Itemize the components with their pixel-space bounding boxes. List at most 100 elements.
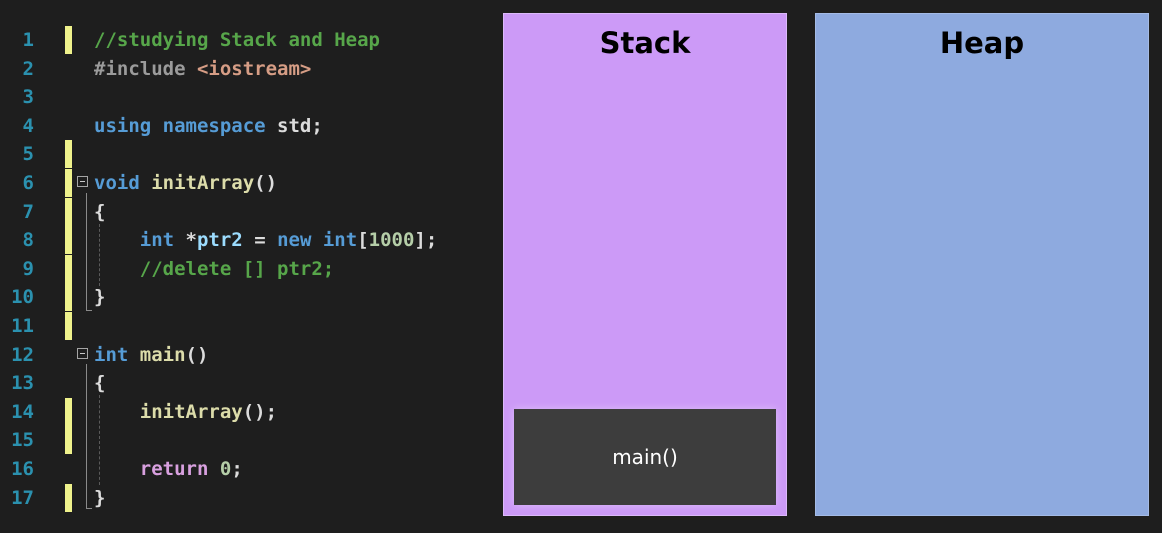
- change-marker: [65, 140, 72, 169]
- code-token: }: [94, 286, 106, 309]
- change-marker: [65, 283, 72, 312]
- line-number: 11: [11, 315, 34, 337]
- heap-panel: Heap: [815, 13, 1149, 516]
- code-token: [94, 458, 140, 480]
- code-line[interactable]: 13{: [0, 369, 490, 397]
- code-token: #include: [94, 57, 197, 80]
- fold-outline-initarray-end: [86, 310, 92, 311]
- line-number: 15: [11, 429, 34, 452]
- code-text: int main(): [94, 341, 208, 369]
- fold-outline-initarray: [86, 193, 87, 310]
- line-number: 2: [22, 57, 34, 80]
- code-line[interactable]: 7{: [0, 197, 490, 226]
- line-number: 16: [11, 458, 34, 480]
- code-token: initArray: [151, 172, 255, 194]
- code-line[interactable]: 17}: [0, 483, 490, 512]
- change-marker: [65, 397, 72, 426]
- change-marker: [65, 312, 72, 340]
- code-text: using namespace std;: [94, 112, 323, 140]
- code-token: [94, 229, 140, 251]
- code-line[interactable]: 3: [0, 83, 490, 111]
- line-number: 5: [22, 143, 34, 166]
- line-number: 8: [22, 229, 34, 252]
- code-editor[interactable]: 1 //studying Stack and Heap 2 #include <ios…: [0, 0, 490, 533]
- code-token: int: [322, 229, 358, 252]
- code-token: ptr2: [196, 229, 243, 252]
- code-token: ];: [414, 229, 438, 252]
- change-marker: [65, 226, 72, 255]
- change-marker: [65, 197, 72, 226]
- code-token: using: [94, 114, 152, 137]
- code-token: int: [94, 343, 129, 366]
- code-line[interactable]: 10}: [0, 283, 490, 312]
- code-line[interactable]: 14 initArray();: [0, 397, 490, 426]
- code-line[interactable]: 1 //studying Stack and Heap: [0, 26, 490, 54]
- code-line[interactable]: 9 //delete [] ptr2;: [0, 254, 490, 283]
- stack-title: Stack: [599, 26, 691, 60]
- code-text: }: [94, 283, 105, 311]
- code-token: =: [242, 229, 278, 252]
- line-number: 10: [11, 286, 34, 309]
- change-marker: [65, 169, 72, 197]
- code-line[interactable]: 16 return 0;: [0, 455, 490, 483]
- code-token: {: [94, 200, 106, 223]
- line-number: 14: [11, 400, 34, 423]
- code-token: [151, 115, 162, 137]
- code-token: 1000: [368, 229, 415, 252]
- code-line[interactable]: 6 void initArray(): [0, 169, 490, 197]
- code-text: }: [94, 484, 105, 512]
- line-number: 6: [22, 172, 34, 194]
- code-token: [128, 344, 139, 366]
- code-token: (): [185, 343, 209, 366]
- indent-guide-initarray: [99, 224, 100, 286]
- code-token: ();: [242, 400, 278, 423]
- code-line[interactable]: 8 int *ptr2 = new int[1000];: [0, 226, 490, 255]
- code-token: initArray: [139, 400, 243, 423]
- code-text: int *ptr2 = new int[1000];: [94, 226, 438, 254]
- code-line[interactable]: 2 #include <iostream>: [0, 55, 490, 83]
- code-text: void initArray(): [94, 169, 277, 197]
- code-text: return 0;: [94, 455, 243, 483]
- code-token: int: [139, 229, 175, 252]
- code-text: {: [94, 369, 105, 397]
- collapse-icon[interactable]: [77, 347, 88, 359]
- line-number: 3: [22, 86, 34, 109]
- code-token: main: [139, 343, 186, 366]
- indent-guide-main: [99, 395, 100, 485]
- code-token: (): [254, 172, 278, 194]
- line-number: 1: [22, 29, 34, 51]
- code-line[interactable]: 5: [0, 140, 490, 169]
- code-token: return: [139, 458, 209, 480]
- change-marker: [65, 483, 72, 512]
- code-token: //delete [] ptr2;: [139, 257, 335, 280]
- code-token: namespace: [162, 114, 266, 137]
- change-marker: [65, 26, 72, 54]
- fold-outline-main-end: [86, 508, 92, 509]
- line-number: 7: [22, 200, 34, 223]
- code-token: [140, 172, 151, 194]
- fold-outline-main: [86, 364, 87, 508]
- code-text: //delete [] ptr2;: [94, 255, 334, 283]
- code-token: <iostream>: [196, 57, 312, 80]
- collapse-icon[interactable]: [77, 176, 88, 187]
- code-text: initArray();: [94, 398, 277, 426]
- code-line[interactable]: 15: [0, 426, 490, 455]
- code-token: [94, 401, 140, 423]
- code-token: std;: [265, 114, 323, 137]
- code-text: {: [94, 198, 105, 226]
- heap-title: Heap: [939, 26, 1025, 60]
- code-token: new: [277, 229, 312, 252]
- change-marker: [65, 426, 72, 455]
- code-text: //studying Stack and Heap: [94, 26, 380, 54]
- code-token: [: [357, 229, 369, 252]
- line-number: 17: [11, 486, 34, 509]
- code-token: [208, 458, 219, 480]
- code-line[interactable]: 11: [0, 312, 490, 340]
- code-token: {: [94, 372, 106, 395]
- code-token: [94, 258, 140, 280]
- code-text: #include <iostream>: [94, 55, 311, 83]
- code-token: }: [94, 486, 106, 509]
- stack-frame-main: main(): [514, 409, 776, 505]
